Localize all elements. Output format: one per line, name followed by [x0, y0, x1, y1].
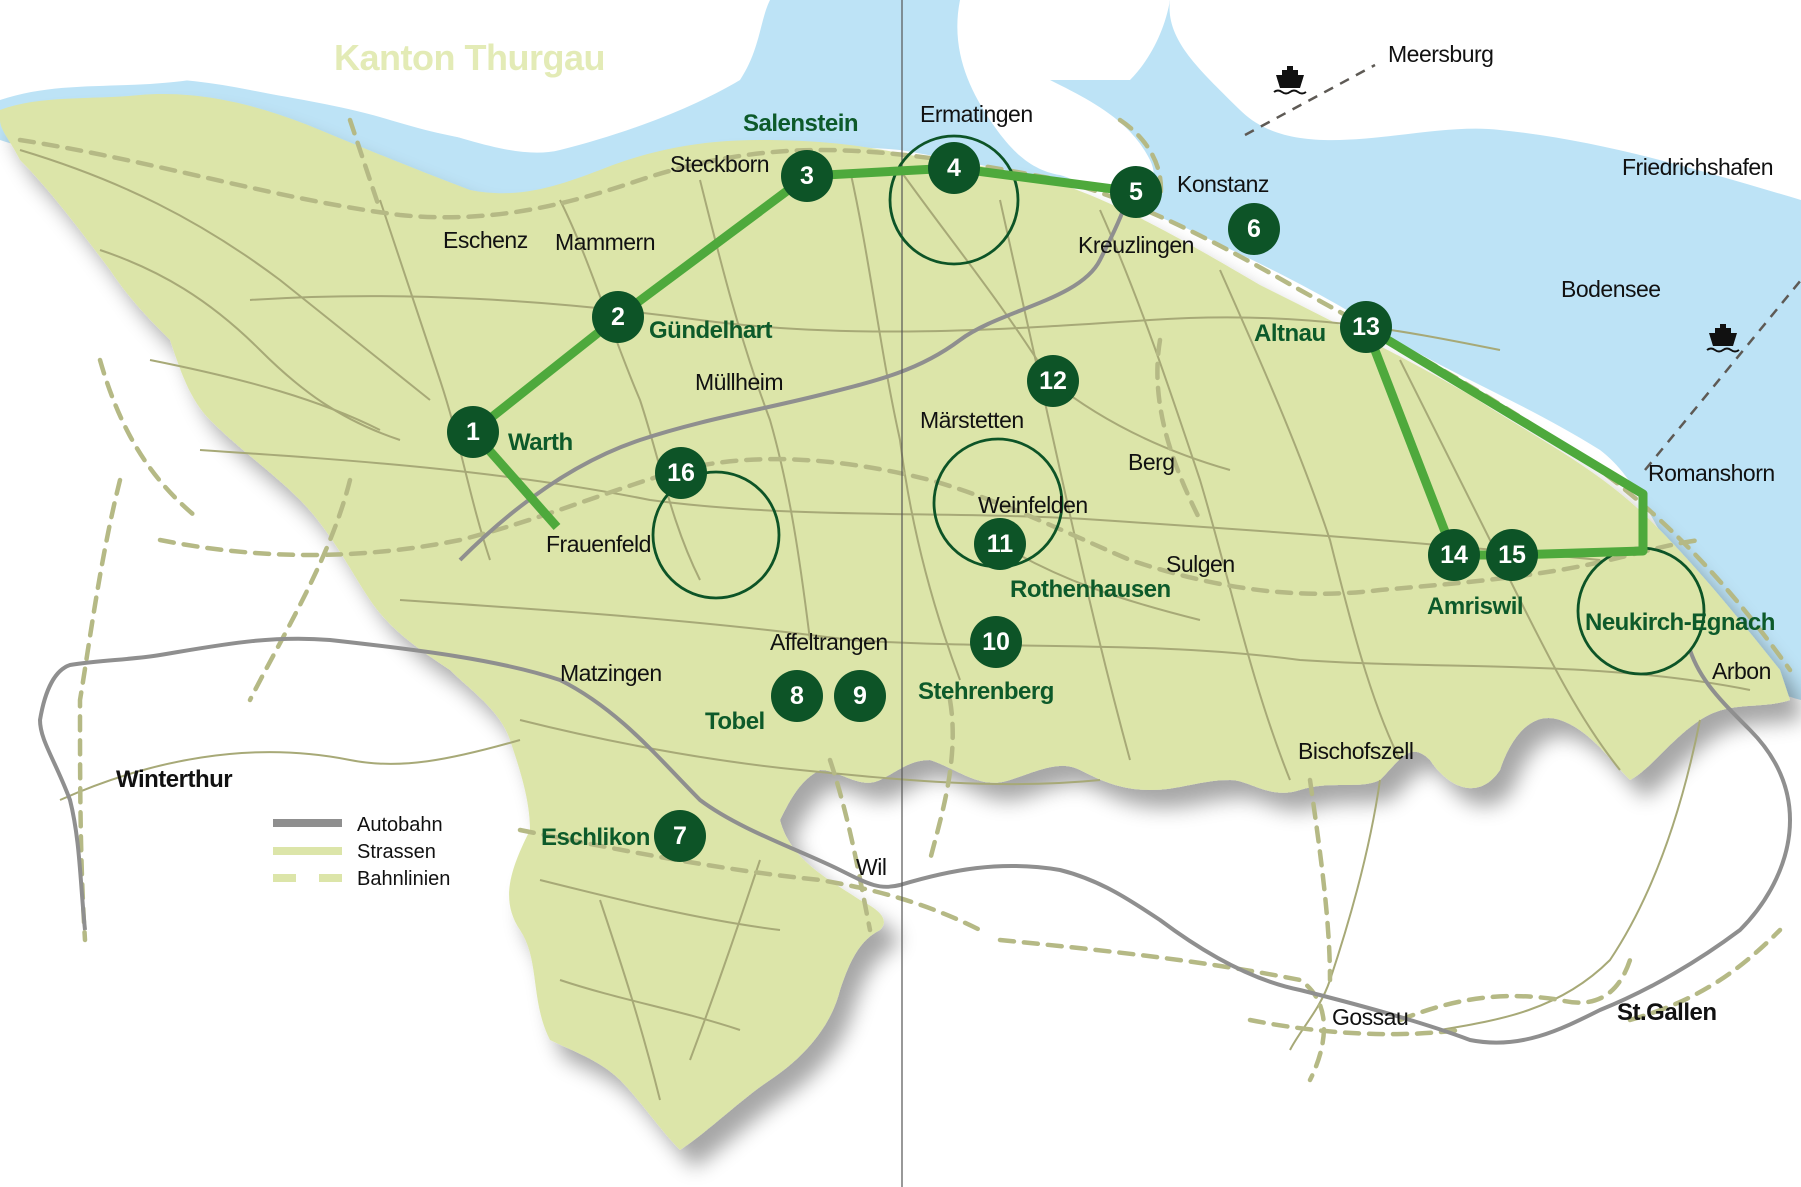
- area-circle-4: [888, 134, 1020, 266]
- place-label: Romanshorn: [1648, 460, 1775, 486]
- stop-marker-16[interactable]: 16: [655, 447, 707, 499]
- svg-text:2: 2: [611, 303, 625, 331]
- place-label: Ermatingen: [920, 101, 1033, 127]
- place-label: Märstetten: [920, 407, 1024, 433]
- svg-text:6: 6: [1247, 215, 1261, 243]
- place-label: Frauenfeld: [546, 531, 651, 557]
- legend-strassen-label: Strassen: [357, 841, 436, 863]
- stop-marker-5[interactable]: 5: [1110, 166, 1162, 218]
- legend-bahnlinien-label: Bahnlinien: [357, 868, 450, 890]
- svg-text:13: 13: [1352, 313, 1380, 341]
- place-label: Bischofszell: [1298, 738, 1413, 764]
- area-circle-16: [651, 470, 781, 600]
- place-label: Mammern: [555, 229, 655, 255]
- svg-text:15: 15: [1498, 541, 1526, 569]
- place-label: Arbon: [1712, 658, 1771, 684]
- svg-text:3: 3: [800, 162, 814, 190]
- place-label: Eschenz: [443, 227, 528, 253]
- stop-marker-8[interactable]: 8: [771, 670, 823, 722]
- autobahn-layer: [38, 204, 1792, 1045]
- svg-text:7: 7: [673, 822, 687, 850]
- legend-bahnlinien-swatch: [273, 874, 296, 882]
- svg-text:9: 9: [853, 682, 867, 710]
- stop-labels: Warth Gündelhart Salenstein Eschlikon To…: [508, 110, 1775, 851]
- stop-marker-4[interactable]: 4: [928, 142, 980, 194]
- stop-label-amriswil: Amriswil: [1427, 593, 1523, 620]
- place-label: Gossau: [1332, 1004, 1408, 1030]
- legend-bahnlinien-swatch: [319, 874, 342, 882]
- stop-marker-1[interactable]: 1: [447, 406, 499, 458]
- stop-label-neukirch-egnach: Neukirch-Egnach: [1585, 609, 1775, 636]
- svg-text:12: 12: [1039, 367, 1067, 395]
- place-label: Sulgen: [1166, 551, 1235, 577]
- stop-label-warth: Warth: [508, 429, 573, 456]
- stop-markers: 1 2 3 4 5 6 7 8 9 10 11 12 13 14 15 16: [447, 142, 1538, 862]
- svg-text:4: 4: [947, 154, 961, 182]
- city-label-winterthur: Winterthur: [116, 766, 232, 793]
- stop-marker-13[interactable]: 13: [1340, 301, 1392, 353]
- place-label: Meersburg: [1388, 41, 1493, 67]
- map-legend: Autobahn Strassen Bahnlinien: [273, 814, 450, 890]
- svg-text:16: 16: [667, 459, 695, 487]
- place-label: Müllheim: [695, 369, 783, 395]
- stop-label-altnau: Altnau: [1254, 320, 1326, 347]
- canton-land: [0, 94, 1790, 1150]
- city-label-stgallen: St.Gallen: [1617, 999, 1717, 1026]
- place-label: Wil: [856, 854, 886, 880]
- stop-marker-15[interactable]: 15: [1486, 529, 1538, 581]
- svg-text:1: 1: [466, 418, 480, 446]
- place-label: Konstanz: [1177, 171, 1269, 197]
- place-label: Berg: [1128, 449, 1175, 475]
- svg-text:5: 5: [1129, 178, 1143, 206]
- lake-label: Bodensee: [1561, 276, 1661, 302]
- place-label: Steckborn: [670, 151, 769, 177]
- legend-strassen-swatch: [273, 847, 342, 855]
- stop-marker-11[interactable]: 11: [974, 518, 1026, 570]
- stop-marker-9[interactable]: 9: [834, 670, 886, 722]
- stop-marker-6[interactable]: 6: [1228, 203, 1280, 255]
- stop-marker-14[interactable]: 14: [1428, 529, 1480, 581]
- svg-text:10: 10: [982, 628, 1010, 656]
- stop-marker-12[interactable]: 12: [1027, 355, 1079, 407]
- svg-text:11: 11: [987, 530, 1014, 558]
- stop-label-eschlikon: Eschlikon: [541, 824, 650, 851]
- stop-label-stehrenberg: Stehrenberg: [918, 678, 1054, 705]
- place-label: Kreuzlingen: [1078, 232, 1194, 258]
- svg-text:8: 8: [790, 682, 804, 710]
- place-label: Weinfelden: [978, 492, 1088, 518]
- place-labels: Meersburg Friedrichshafen Ermatingen Ste…: [443, 41, 1775, 1030]
- stop-marker-10[interactable]: 10: [970, 616, 1022, 668]
- ferry-ship-icon: [1273, 65, 1307, 95]
- place-label: Friedrichshafen: [1622, 154, 1773, 180]
- ferry-lines: [1244, 63, 1801, 471]
- stop-marker-3[interactable]: 3: [781, 150, 833, 202]
- svg-text:14: 14: [1440, 541, 1468, 569]
- stop-label-guendelhart: Gündelhart: [649, 317, 773, 344]
- legend-autobahn-swatch: [273, 819, 342, 827]
- stop-label-rothenhausen: Rothenhausen: [1010, 576, 1171, 603]
- roads-layer: [19, 149, 1751, 1101]
- place-label: Matzingen: [560, 660, 662, 686]
- legend-autobahn-label: Autobahn: [357, 814, 443, 836]
- stop-label-tobel: Tobel: [705, 708, 765, 735]
- stop-label-salenstein: Salenstein: [743, 110, 858, 137]
- stop-marker-7[interactable]: 7: [654, 810, 706, 862]
- lake-bodensee: [0, 0, 1801, 700]
- stop-marker-2[interactable]: 2: [592, 291, 644, 343]
- place-label: Affeltrangen: [770, 629, 888, 655]
- region-title: Kanton Thurgau: [334, 37, 605, 78]
